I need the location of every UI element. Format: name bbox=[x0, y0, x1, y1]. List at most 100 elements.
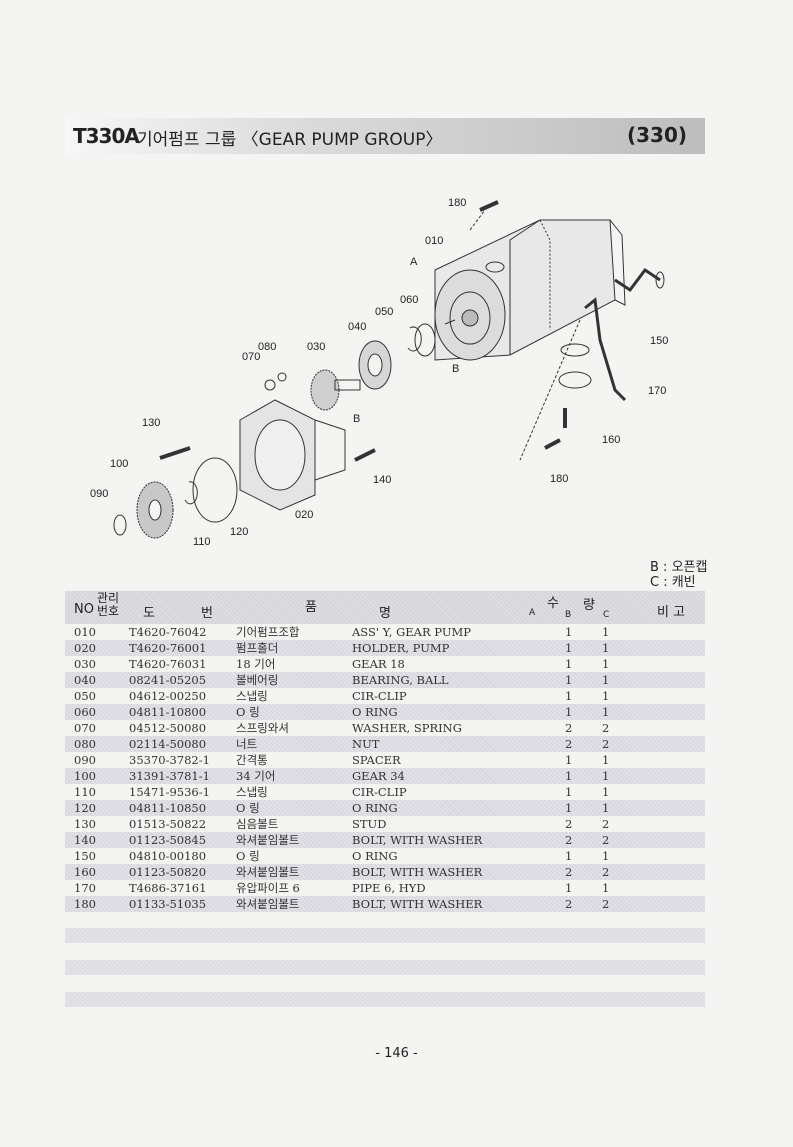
header-col-c: C bbox=[603, 610, 610, 620]
title-bar: T330A 기어펌프 그룹 〈GEAR PUMP GROUP〉 (330) bbox=[65, 118, 705, 154]
row-no: 080 bbox=[74, 737, 96, 751]
legend-b: B : 오픈캡 bbox=[650, 560, 708, 575]
row-qty-b: 1 bbox=[565, 705, 573, 719]
callout-020: 020 bbox=[295, 509, 313, 521]
row-qty-b: 2 bbox=[565, 897, 573, 911]
callout-140: 140 bbox=[373, 474, 391, 486]
row-part-number: T4620-76031 bbox=[129, 657, 207, 671]
row-korean-name: 와셔붙임볼트 bbox=[236, 833, 300, 847]
row-qty-b: 2 bbox=[565, 817, 573, 831]
row-qty-c: 1 bbox=[602, 657, 610, 671]
row-part-name: HOLDER, PUMP bbox=[352, 641, 450, 655]
callout-060: 060 bbox=[400, 294, 418, 306]
callout-100: 100 bbox=[110, 458, 128, 470]
row-qty-c: 1 bbox=[602, 705, 610, 719]
row-no: 120 bbox=[74, 801, 96, 815]
row-qty-c: 2 bbox=[602, 721, 610, 735]
header-drawing-1: 도 bbox=[143, 606, 155, 621]
header-remarks: 비 고 bbox=[657, 605, 686, 620]
callout-170: 170 bbox=[648, 385, 666, 397]
row-part-number: 04810-00180 bbox=[129, 849, 207, 863]
row-no: 110 bbox=[74, 785, 96, 799]
callout-160: 160 bbox=[602, 434, 620, 446]
row-qty-c: 1 bbox=[602, 801, 610, 815]
row-korean-name: 너트 bbox=[236, 737, 258, 751]
row-qty-b: 2 bbox=[565, 721, 573, 735]
row-part-number: 01133-51035 bbox=[129, 897, 207, 911]
callout-150: 150 bbox=[650, 335, 668, 347]
row-korean-name: 스프링와셔 bbox=[236, 721, 289, 735]
row-qty-b: 1 bbox=[565, 657, 573, 671]
row-part-name: NUT bbox=[352, 737, 380, 751]
row-qty-c: 1 bbox=[602, 673, 610, 687]
row-qty-b: 1 bbox=[565, 673, 573, 687]
header-item-2: 명 bbox=[379, 606, 391, 621]
header-item-1: 품 bbox=[305, 600, 317, 615]
row-no: 040 bbox=[74, 673, 96, 687]
callout-070: 070 bbox=[242, 351, 260, 363]
row-korean-name: O 링 bbox=[236, 705, 260, 719]
row-qty-b: 2 bbox=[565, 737, 573, 751]
row-korean-name: 볼베어링 bbox=[236, 673, 279, 687]
row-korean-name: 와셔붙임볼트 bbox=[236, 865, 300, 879]
row-part-name: O RING bbox=[352, 705, 398, 719]
row-qty-c: 2 bbox=[602, 897, 610, 911]
header-qty-1: 수 bbox=[547, 596, 559, 611]
row-qty-c: 1 bbox=[602, 689, 610, 703]
callout-080: 080 bbox=[258, 341, 276, 353]
callout-b-lower: B bbox=[353, 413, 360, 425]
row-part-name: ASS' Y, GEAR PUMP bbox=[352, 625, 472, 639]
header-drawing-2: 번 bbox=[201, 606, 213, 621]
row-no: 150 bbox=[74, 849, 96, 863]
table-row: 040 08241-05205 볼베어링 BEARING, BALL 1 1 bbox=[65, 672, 705, 688]
callout-130: 130 bbox=[142, 417, 160, 429]
row-qty-c: 1 bbox=[602, 881, 610, 895]
callout-180-bottom: 180 bbox=[550, 473, 568, 485]
callout-110: 110 bbox=[193, 536, 211, 548]
row-part-number: T4620-76001 bbox=[129, 641, 207, 655]
header-col-b: B bbox=[565, 610, 572, 620]
empty-row-band bbox=[65, 960, 705, 975]
header-col-a: A bbox=[529, 608, 536, 618]
legend-c: C : 캐빈 bbox=[650, 575, 696, 590]
row-korean-name: 심음볼트 bbox=[236, 817, 279, 831]
row-qty-b: 1 bbox=[565, 689, 573, 703]
row-part-name: CIR-CLIP bbox=[352, 785, 407, 799]
row-part-number: 04811-10850 bbox=[129, 801, 207, 815]
row-no: 060 bbox=[74, 705, 96, 719]
row-korean-name: 유압파이프 6 bbox=[236, 881, 300, 895]
row-no: 130 bbox=[74, 817, 96, 831]
diagram-svg: 180 010 A 060 050 040 080 070 030 150 B … bbox=[90, 197, 668, 548]
row-part-name: BOLT, WITH WASHER bbox=[352, 897, 483, 911]
row-part-number: T4686-37161 bbox=[129, 881, 207, 895]
row-korean-name: 스냅링 bbox=[236, 785, 268, 799]
row-part-number: 08241-05205 bbox=[129, 673, 207, 687]
row-korean-name: 펌프홀더 bbox=[236, 641, 279, 655]
row-part-number: 04512-50080 bbox=[129, 721, 207, 735]
row-qty-c: 1 bbox=[602, 785, 610, 799]
empty-row-band bbox=[65, 992, 705, 1007]
row-part-name: BEARING, BALL bbox=[352, 673, 449, 687]
row-part-name: GEAR 34 bbox=[352, 769, 405, 783]
row-no: 100 bbox=[74, 769, 96, 783]
header-no: NO bbox=[74, 602, 94, 617]
row-qty-c: 1 bbox=[602, 641, 610, 655]
callout-090: 090 bbox=[90, 488, 108, 500]
page-number: - 146 - bbox=[375, 1046, 418, 1061]
row-part-number: 04612-00250 bbox=[129, 689, 207, 703]
empty-row-band bbox=[65, 928, 705, 943]
row-part-number: 01513-50822 bbox=[129, 817, 207, 831]
row-qty-c: 2 bbox=[602, 865, 610, 879]
row-korean-name: O 링 bbox=[236, 849, 260, 863]
